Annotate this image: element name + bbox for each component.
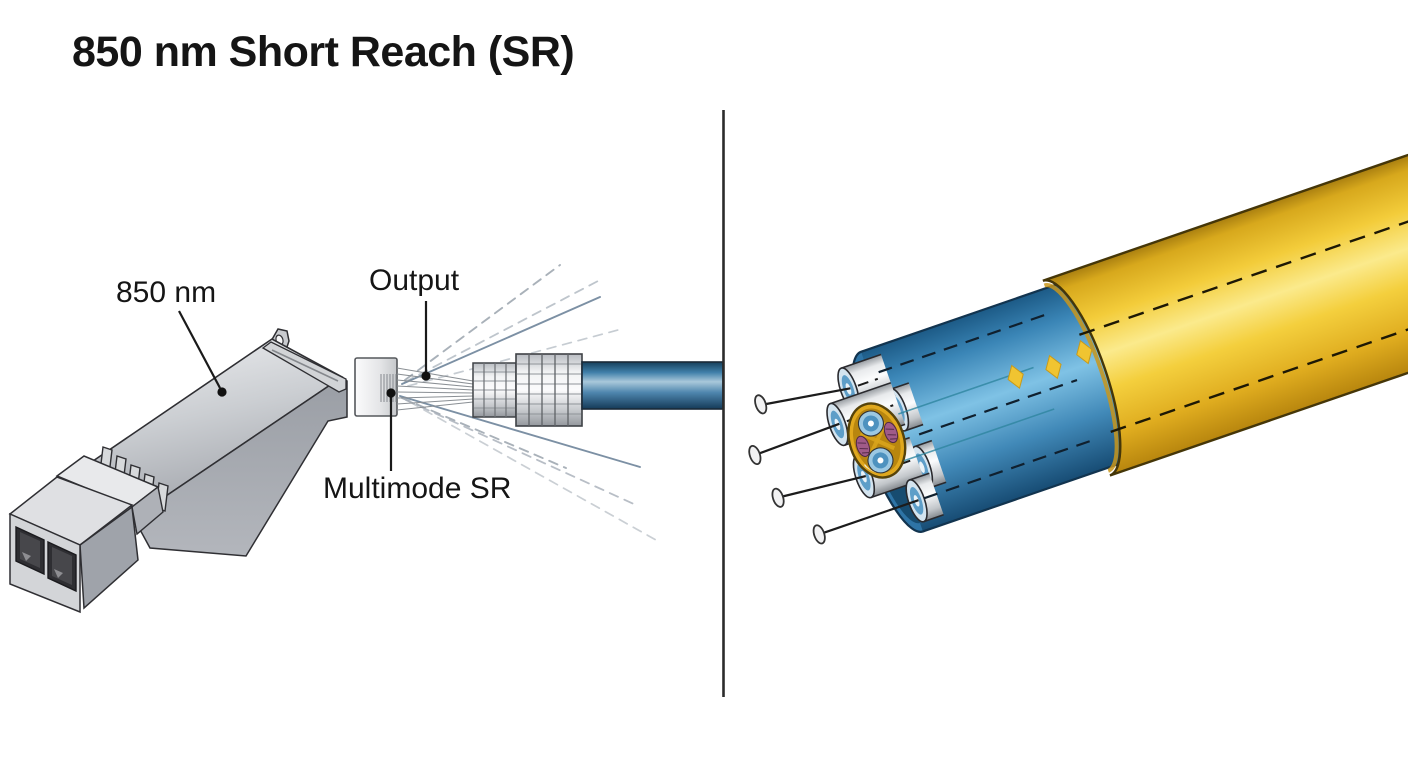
yellow-jacket-dashes — [1079, 181, 1408, 434]
fiber-cable-cutaway — [748, 121, 1408, 545]
fiber-fanout — [396, 367, 474, 411]
page-title: 850 nm Short Reach (SR) — [72, 28, 575, 76]
bare-fibers — [748, 387, 919, 545]
wavelength-label: 850 nm — [116, 276, 217, 309]
transceiver-collar — [55, 455, 164, 536]
transceiver-module — [8, 328, 348, 614]
leader-lines — [178, 301, 428, 471]
yellow-outer-jacket — [1042, 121, 1408, 477]
light-rays — [399, 264, 657, 541]
transceiver-rail — [261, 341, 347, 393]
blue-buffer-dashes — [878, 312, 1091, 500]
bundle-cross-section — [847, 402, 907, 479]
fiber-end-face — [771, 487, 785, 508]
lc-connector-block — [8, 476, 139, 614]
multimode-label: Multimode SR — [323, 472, 512, 505]
patch-cable-blue — [581, 361, 724, 410]
ferrule — [354, 357, 398, 417]
lc-port-2 — [47, 540, 77, 593]
stripped-cable — [472, 353, 583, 427]
leader-dots — [217, 371, 431, 398]
lc-port-1 — [15, 525, 45, 576]
fiber-end-face — [754, 394, 768, 415]
jacket-diamond-marks — [1007, 339, 1093, 390]
output-label: Output — [369, 264, 460, 297]
leader-850nm — [178, 310, 221, 389]
jacket-rim — [1043, 283, 1119, 473]
fiber-end-face — [748, 444, 762, 466]
fiber-end-face — [812, 524, 826, 545]
